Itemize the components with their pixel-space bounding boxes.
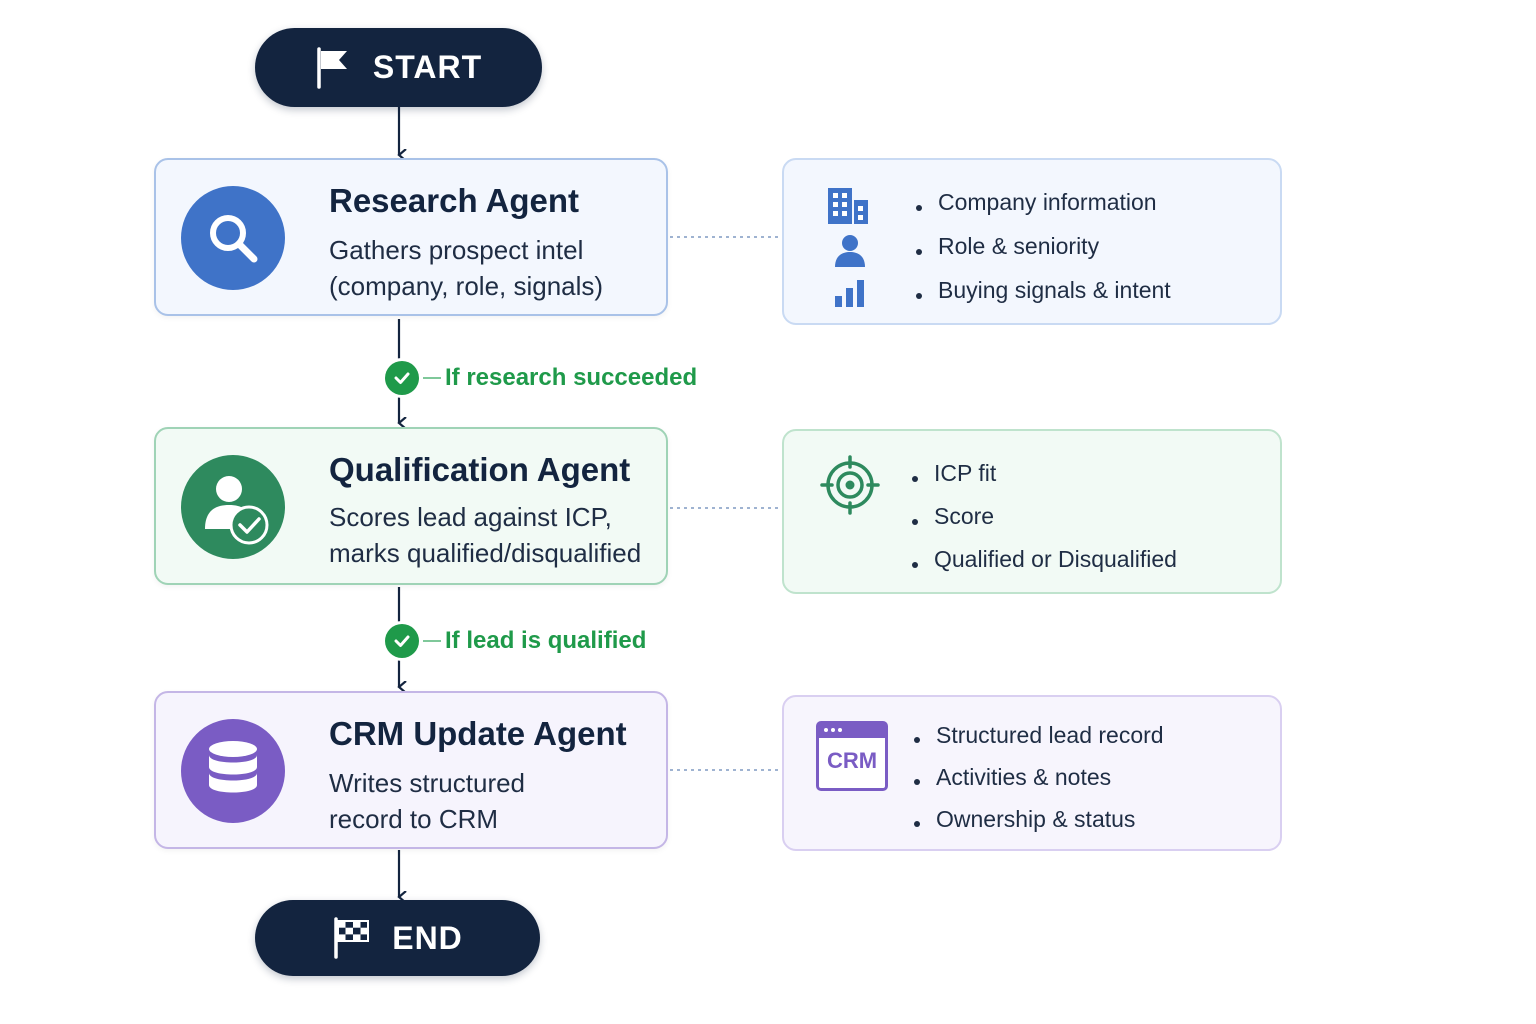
start-node: START <box>255 28 542 107</box>
qualification-agent-desc-line: Scores lead against ICP, <box>329 502 612 532</box>
list-item: Activities & notes <box>914 761 1164 803</box>
research-icon-column <box>826 186 872 231</box>
target-icon <box>820 455 880 515</box>
check-icon <box>385 624 419 658</box>
research-agent-title: Research Agent <box>329 182 580 219</box>
crm-window-dots <box>824 728 828 732</box>
research-agent-description: Gathers prospect intel (company, role, s… <box>329 232 603 304</box>
list-item: Qualified or Disqualified <box>912 543 1177 586</box>
qualification-output-list: ICP fit Score Qualified or Disqualified <box>912 457 1177 586</box>
start-label: START <box>372 49 483 85</box>
research-agent-desc-line: Gathers prospect intel <box>329 235 584 265</box>
research-icon-column <box>834 234 866 273</box>
qualification-agent-description: Scores lead against ICP, marks qualified… <box>329 499 641 571</box>
research-agent-desc-line: (company, role, signals) <box>329 271 604 301</box>
condition-dash <box>423 377 441 379</box>
qualification-icon-column <box>820 455 880 520</box>
user-check-icon <box>205 476 269 545</box>
crm-window-titlebar <box>819 724 885 738</box>
research-output-panel: Company information Role & seniority Buy… <box>782 158 1282 325</box>
research-agent-badge <box>181 186 285 290</box>
database-icon <box>209 741 257 793</box>
condition-label: If lead is qualified <box>445 627 647 654</box>
list-item: Buying signals & intent <box>916 274 1171 318</box>
crm-update-agent-badge <box>181 719 285 823</box>
crm-update-agent-description: Writes structured record to CRM <box>329 765 525 837</box>
research-agent-card[interactable]: Research Agent Gathers prospect intel (c… <box>154 158 668 316</box>
check-icon <box>385 361 419 395</box>
condition-research-succeeded: If research succeeded <box>385 361 697 395</box>
qualification-agent-badge <box>181 455 285 559</box>
qualification-agent-title: Qualification Agent <box>329 451 631 488</box>
qualification-output-panel: ICP fit Score Qualified or Disqualified <box>782 429 1282 594</box>
condition-label: If research succeeded <box>445 364 698 391</box>
crm-window-icon: CRM <box>816 721 888 791</box>
search-icon <box>210 215 258 263</box>
building-icon <box>828 188 868 224</box>
list-item: Ownership & status <box>914 803 1164 845</box>
list-item: ICP fit <box>912 457 1177 500</box>
research-output-list: Company information Role & seniority Buy… <box>916 186 1171 318</box>
crm-update-agent-desc-line: Writes structured <box>329 768 526 798</box>
condition-dash <box>423 640 441 642</box>
end-label: END <box>392 919 463 956</box>
list-item: Score <box>912 500 1177 543</box>
list-item: Company information <box>916 186 1171 230</box>
list-item: Structured lead record <box>914 719 1164 761</box>
crm-update-agent-card[interactable]: CRM Update Agent Writes structured recor… <box>154 691 668 849</box>
crm-update-agent-title: CRM Update Agent <box>329 715 627 752</box>
bar-chart-icon <box>835 280 864 307</box>
crm-output-list: Structured lead record Activities & note… <box>914 719 1164 845</box>
crm-window-label: CRM <box>826 748 878 773</box>
qualification-agent-desc-line: marks qualified/disqualified <box>329 538 642 568</box>
flag-icon <box>317 46 347 89</box>
condition-lead-qualified: If lead is qualified <box>385 624 646 658</box>
qualification-agent-card[interactable]: Qualification Agent Scores lead against … <box>154 427 668 585</box>
research-icon-column <box>834 280 866 313</box>
list-item: Role & seniority <box>916 230 1171 274</box>
crm-icon-column: CRM <box>816 721 888 791</box>
end-node: END <box>255 900 540 976</box>
checkered-flag-icon <box>334 917 370 959</box>
crm-update-agent-desc-line: record to CRM <box>329 804 499 834</box>
crm-output-panel: CRM Structured lead record Activities & … <box>782 695 1282 851</box>
person-icon <box>835 235 865 267</box>
